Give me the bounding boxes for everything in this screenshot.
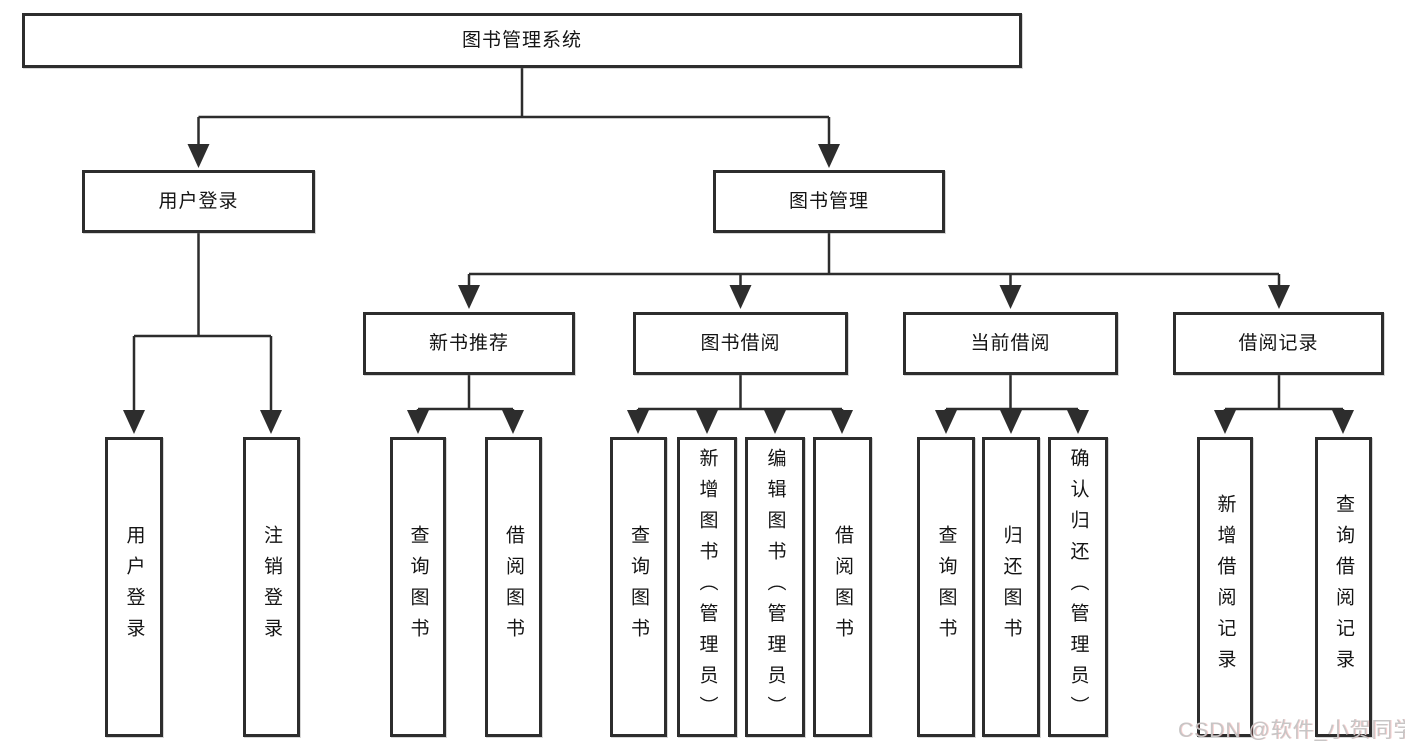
arrow-down-icon [260, 410, 282, 434]
leaf-confirm-return-admin-label: 确认归还（管理员） [1067, 447, 1089, 727]
node-book-management: 图书管理 [713, 170, 945, 233]
leaf-borrow-books-label: 借阅图书 [832, 525, 853, 649]
leaf-recommend-search-books: 查询图书 [390, 437, 446, 737]
arrow-down-icon [502, 410, 524, 434]
leaf-borrowing-search-books: 查询图书 [610, 437, 667, 737]
leaf-current-search-books-label: 查询图书 [935, 525, 957, 649]
node-new-book-recommend-label: 新书推荐 [428, 333, 509, 354]
leaf-edit-books-admin: 编辑图书（管理员） [745, 437, 805, 737]
leaf-logout-label: 注销登录 [261, 525, 282, 649]
arrow-down-icon [1332, 410, 1354, 434]
arrow-down-icon [1214, 410, 1236, 434]
leaf-current-search-books: 查询图书 [917, 437, 975, 737]
arrow-down-icon [458, 285, 480, 309]
leaf-borrow-books: 借阅图书 [813, 437, 872, 737]
arrow-down-icon [935, 410, 957, 434]
node-book-management-label: 图书管理 [788, 191, 869, 212]
leaf-user-login-label: 用户登录 [123, 525, 145, 649]
arrow-down-icon [831, 410, 853, 434]
arrow-down-icon [818, 144, 840, 168]
node-current-borrowing-label: 当前借阅 [970, 333, 1051, 354]
leaf-user-login: 用户登录 [105, 437, 163, 737]
node-library-system-label: 图书管理系统 [461, 30, 582, 51]
arrow-down-icons [123, 144, 1354, 434]
node-user-login: 用户登录 [82, 170, 315, 233]
node-book-borrowing-label: 图书借阅 [700, 333, 781, 354]
leaf-recommend-borrow-books: 借阅图书 [485, 437, 542, 737]
leaf-recommend-borrow-books-label: 借阅图书 [503, 525, 524, 649]
arrow-down-icon [999, 285, 1022, 309]
node-library-system: 图书管理系统 [22, 13, 1022, 68]
leaf-logout: 注销登录 [243, 437, 300, 737]
leaf-edit-books-admin-label: 编辑图书（管理员） [764, 447, 786, 727]
leaf-return-books: 归还图书 [982, 437, 1040, 737]
leaf-recommend-search-books-label: 查询图书 [407, 525, 429, 649]
leaf-add-borrow-record: 新增借阅记录 [1197, 437, 1253, 737]
leaf-add-books-admin: 新增图书（管理员） [677, 437, 737, 737]
arrow-down-icon [627, 410, 649, 434]
leaf-borrowing-search-books-label: 查询图书 [628, 525, 649, 649]
leaf-confirm-return-admin: 确认归还（管理员） [1048, 437, 1108, 737]
leaf-search-borrow-record-label: 查询借阅记录 [1333, 494, 1354, 680]
leaf-search-borrow-record: 查询借阅记录 [1315, 437, 1372, 737]
leaf-add-borrow-record-label: 新增借阅记录 [1214, 494, 1236, 680]
arrow-down-icon [729, 285, 752, 309]
arrow-down-icon [187, 144, 210, 168]
node-user-login-label: 用户登录 [158, 191, 239, 212]
arrow-down-icon [407, 410, 429, 434]
arrow-down-icon [764, 410, 786, 434]
node-borrowing-records: 借阅记录 [1173, 312, 1384, 375]
watermark: CSDN @软件_小贺同学 [1178, 719, 1405, 742]
node-new-book-recommend: 新书推荐 [363, 312, 575, 375]
arrow-down-icon [1067, 410, 1089, 434]
arrow-down-icon [123, 410, 145, 434]
arrow-down-icon [696, 410, 718, 434]
connector-lines [132, 68, 1345, 412]
arrow-down-icon [1000, 410, 1022, 434]
node-borrowing-records-label: 借阅记录 [1238, 333, 1319, 354]
node-current-borrowing: 当前借阅 [903, 312, 1118, 375]
arrow-down-icon [1268, 285, 1290, 309]
node-book-borrowing: 图书借阅 [633, 312, 848, 375]
leaf-return-books-label: 归还图书 [1000, 525, 1022, 649]
leaf-add-books-admin-label: 新增图书（管理员） [696, 447, 718, 727]
